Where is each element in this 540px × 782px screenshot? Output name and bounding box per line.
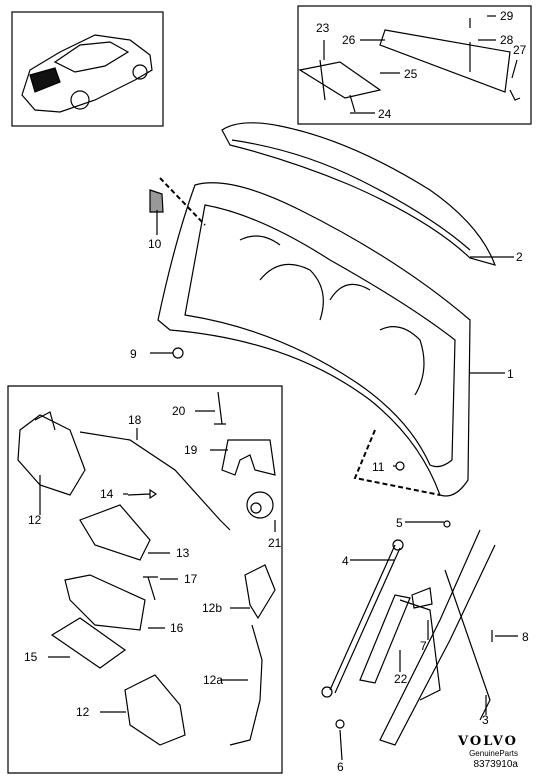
car-thumbnail-frame xyxy=(11,11,164,127)
rubber-stop xyxy=(149,189,164,213)
callout-part-1: 1 xyxy=(507,367,514,381)
callout-part-6: 6 xyxy=(337,760,344,774)
clip xyxy=(221,439,276,476)
callout-part-23: 23 xyxy=(316,21,330,35)
release-cable xyxy=(229,624,263,746)
callout-part-20: 20 xyxy=(172,404,186,418)
bushing xyxy=(411,587,433,609)
callout-part-12-lower: 12 xyxy=(76,705,90,719)
callout-part-25: 25 xyxy=(404,67,418,81)
release-handle xyxy=(244,564,276,620)
callout-part-24: 24 xyxy=(378,107,392,121)
connecting-rod xyxy=(79,431,231,531)
callout-part-9: 9 xyxy=(130,347,137,361)
callout-part-4: 4 xyxy=(342,554,349,568)
callout-1-for-2: 2 xyxy=(516,250,523,264)
lock-mechanism-lower xyxy=(124,674,186,746)
callout-part-14: 14 xyxy=(100,487,114,501)
rivet xyxy=(214,391,226,425)
callout-part-27: 27 xyxy=(513,43,527,57)
support-bracket-assembly xyxy=(298,18,521,113)
screw xyxy=(443,520,451,528)
callout-part-26: 26 xyxy=(342,33,356,47)
bolt-lower xyxy=(143,576,158,601)
callout-part-29: 29 xyxy=(500,9,514,23)
nut-hinge xyxy=(335,719,345,729)
trunk-lid-inner-frame xyxy=(157,182,471,497)
brand-block: VOLVO GenuineParts 8373910a xyxy=(458,735,518,770)
callout-part-11: 11 xyxy=(372,460,385,474)
callout-part-19: 19 xyxy=(184,443,198,457)
callout-part-10: 10 xyxy=(148,237,162,251)
callout-part-16: 16 xyxy=(170,621,184,635)
brand-tagline: GenuineParts xyxy=(469,749,518,758)
callout-part-18: 18 xyxy=(128,413,142,427)
plate xyxy=(50,617,127,669)
callout-part-28: 28 xyxy=(500,33,514,47)
hinge-spring xyxy=(359,594,411,684)
callout-part-15: 15 xyxy=(24,650,38,664)
hinge-arm xyxy=(379,529,496,746)
gas-strut xyxy=(321,539,404,698)
callout-part-21: 21 xyxy=(268,536,282,550)
lock-mechanism xyxy=(17,411,86,496)
diagram-code: 8373910a xyxy=(473,759,519,770)
callout-part-13: 13 xyxy=(176,546,190,560)
handle-bracket xyxy=(64,574,146,631)
detail-frame-left xyxy=(7,385,283,774)
car-thumbnail xyxy=(21,34,153,113)
nut xyxy=(172,347,184,359)
callout-part-12b: 12b xyxy=(202,601,222,615)
callout-part-22: 22 xyxy=(394,672,408,686)
callout-part-17: 17 xyxy=(184,572,198,586)
callout-part-7: 7 xyxy=(420,639,427,653)
callout-part-12a: 12a xyxy=(203,673,223,687)
detail-frame-top xyxy=(297,5,532,125)
lock-bracket xyxy=(79,504,151,561)
callout-part-8: 8 xyxy=(522,630,529,644)
trunk-lid-outer-panel xyxy=(221,122,496,266)
callout-part-5: 5 xyxy=(396,516,403,530)
lock-cylinder xyxy=(246,491,274,519)
nut-small xyxy=(395,461,405,471)
callout-part-12-upper: 12 xyxy=(28,513,42,527)
callout-part-3: 3 xyxy=(482,713,489,727)
volvo-logo: VOLVO xyxy=(458,734,518,749)
bolt xyxy=(127,488,158,500)
